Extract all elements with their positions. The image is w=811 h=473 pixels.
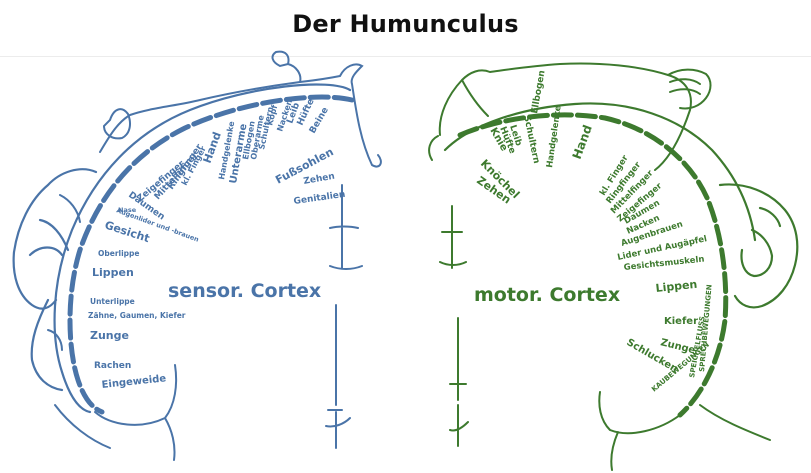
- title-divider: [0, 56, 811, 57]
- motor-label-lippen: Lippen: [655, 278, 698, 295]
- sensory-cortex-strip: [67, 94, 355, 415]
- motor-cortex-title: motor. Cortex: [474, 284, 620, 306]
- sensory-cortex-diagram: [12, 50, 382, 461]
- sensory-label-zehen: Zehen: [303, 172, 336, 187]
- sensory-label-nase: Nase: [118, 206, 137, 214]
- motor-cortex-outline: [443, 102, 757, 242]
- sensory-cortex-title: sensor. Cortex: [168, 280, 321, 302]
- sensory-label-oberlippe: Oberlippe: [98, 249, 140, 258]
- sensory-label-eingeweide: Eingeweide: [101, 373, 167, 391]
- page-title: Der Humunculus: [292, 10, 519, 38]
- sensory-hand: [102, 108, 131, 140]
- motor-inner-fold-lower: [449, 317, 469, 447]
- motor-homunculus-body: [428, 62, 692, 171]
- sensory-labels: Genitalien Zehen Fußsohlen Beine Hüfte L…: [88, 97, 346, 391]
- motor-hand: [667, 68, 712, 110]
- sensory-label-unterlippe: Unterlippe: [90, 297, 135, 306]
- motor-cortex-diagram: [428, 62, 799, 471]
- motor-inner-fold: [439, 205, 467, 269]
- sensory-label-zaehne: Zähne, Gaumen, Kiefer: [88, 311, 186, 320]
- sensory-inner-fold-lower: [325, 304, 351, 449]
- motor-brainstem: [598, 391, 771, 471]
- sensory-label-rachen: Rachen: [94, 361, 131, 371]
- sensory-label-lippen: Lippen: [92, 266, 134, 279]
- motor-homunculus-face: [718, 183, 799, 309]
- sensory-homunculus-body: [99, 50, 382, 168]
- sensory-label-zunge: Zunge: [90, 329, 129, 342]
- motor-label-hand: Hand: [570, 123, 595, 161]
- sensory-homunculus-face: [12, 168, 98, 392]
- sensory-label-genitalien: Genitalien: [293, 190, 346, 207]
- motor-label-kiefer: Kiefer: [664, 316, 698, 327]
- sensory-inner-fold: [329, 184, 363, 270]
- motor-cortex-strip: [457, 112, 729, 418]
- sensory-cortex-outline: [53, 83, 352, 414]
- sensory-face-detail: [47, 194, 81, 351]
- motor-label-schultern: Schultern: [521, 115, 541, 165]
- sensory-brainstem: [54, 364, 178, 461]
